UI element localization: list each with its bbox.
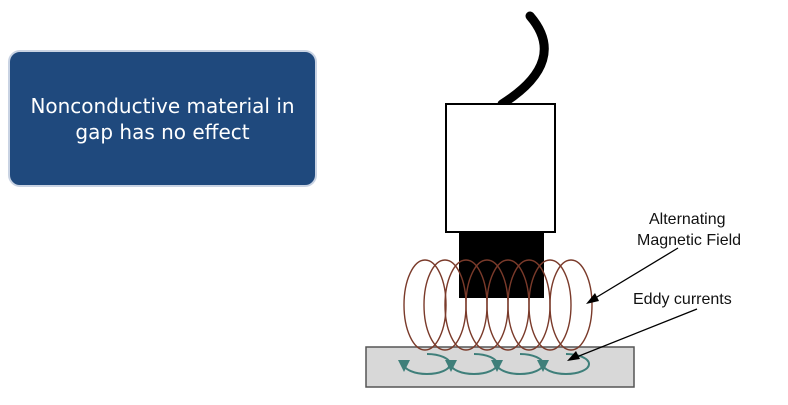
eddy-arrowhead bbox=[445, 360, 457, 372]
eddy-arrowhead bbox=[398, 360, 410, 372]
field-loop bbox=[528, 259, 572, 351]
eddy-current-arrowheads bbox=[398, 360, 549, 372]
field-label-line1: Alternating bbox=[649, 211, 726, 228]
field-leader-arrowhead bbox=[586, 293, 599, 304]
target-plate bbox=[365, 346, 635, 388]
eddy-leader-arrowhead bbox=[567, 351, 580, 361]
probe-tip bbox=[459, 232, 544, 298]
callout-text: Nonconductive material in gap has no eff… bbox=[30, 93, 295, 144]
eddy-loop bbox=[496, 353, 544, 375]
eddy-arrowhead bbox=[537, 360, 549, 372]
field-loop bbox=[403, 259, 447, 351]
eddy-label: Eddy currents bbox=[633, 291, 732, 308]
field-loop bbox=[549, 259, 593, 351]
probe-cable bbox=[497, 11, 549, 109]
eddy-arrowhead bbox=[491, 360, 503, 372]
field-label-line2: Magnetic Field bbox=[637, 232, 741, 249]
field-leader-line bbox=[591, 247, 679, 301]
eddy-loop bbox=[403, 353, 451, 375]
eddy-leader-line bbox=[573, 308, 698, 359]
info-callout: Nonconductive material in gap has no eff… bbox=[8, 50, 317, 187]
eddy-loop bbox=[542, 353, 590, 375]
eddy-loop bbox=[450, 353, 498, 375]
magnetic-field-loops bbox=[403, 259, 593, 351]
probe-body bbox=[445, 103, 556, 233]
eddy-current-loops bbox=[403, 353, 590, 375]
